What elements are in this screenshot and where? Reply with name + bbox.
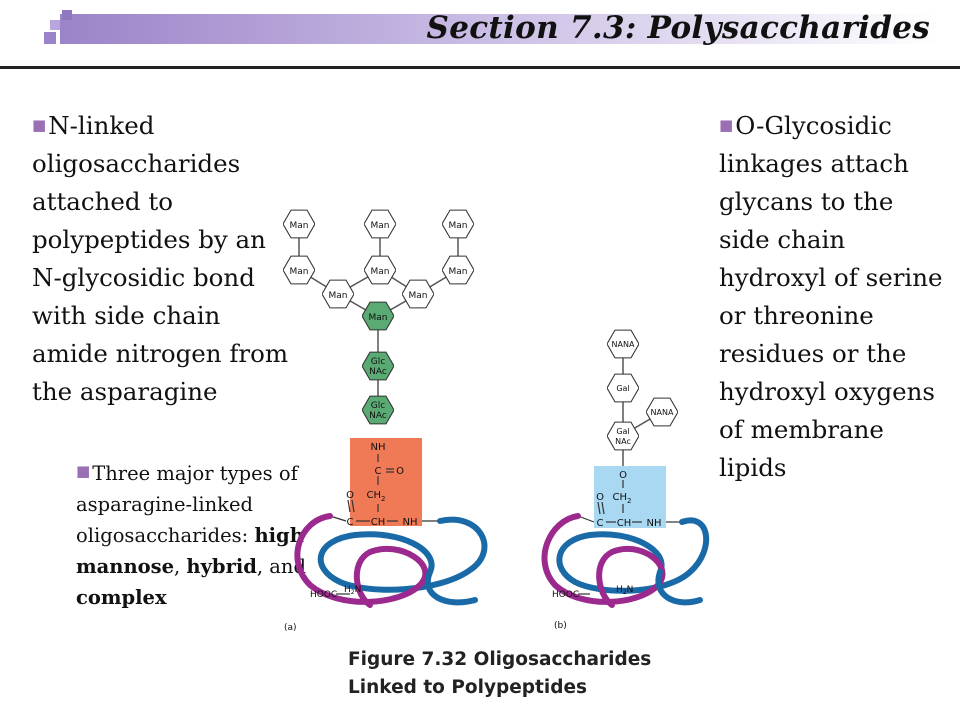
panel-b-sugar-labels: NANA Gal NANA Gal NAc [612, 340, 674, 446]
atom-label: CH [617, 518, 632, 529]
left-bullet-text: N-linked oligosaccharides attached to po… [32, 111, 289, 406]
atom-label: CH [371, 517, 386, 528]
decor-square [50, 20, 60, 30]
atom-label: O [596, 492, 604, 503]
atom-label: CH2 [613, 492, 632, 505]
sugar-label: NAc [369, 411, 387, 421]
title-rule [0, 66, 960, 69]
carboxyl-terminus: HOOC [310, 590, 337, 600]
atom-label: C [347, 517, 354, 528]
caption-line-2: Linked to Polypeptides [348, 677, 588, 698]
figure-svg: Man Man Man Man Man Man Man Man Man Glc … [283, 209, 710, 633]
serine-atoms: O CH2 O C CH NH [596, 470, 661, 529]
sugar-label: NANA [651, 408, 674, 417]
slide-title: Section 7.3: Polysaccharides [426, 10, 930, 46]
sugar-label: Man [449, 267, 468, 277]
panel-a-termini: HOOC H2N [310, 585, 361, 600]
asparagine-atoms: NH C O CH2 O C CH NH [346, 442, 417, 528]
atom-label: NH [647, 518, 662, 529]
right-bullet: ■O-Glycosidic linkages attach glycans to… [719, 106, 951, 487]
bullet-marker-icon: ■ [76, 462, 91, 480]
carboxyl-terminus: HOOC [552, 590, 579, 600]
title-band [60, 14, 940, 44]
atom-label: O [619, 470, 627, 481]
amino-terminus: H2N [616, 585, 633, 596]
panel-b-polypeptide [541, 513, 710, 608]
panel-a-sugar-labels: Man Man Man Man Man Man Man Man Man Glc … [290, 221, 468, 421]
panel-b-label: (b) [554, 621, 567, 631]
sugar-label: Man [290, 267, 309, 277]
separator: , [174, 555, 181, 578]
left-sub-bullet: ■Three major types of asparagine-linked … [76, 456, 306, 613]
sub-bullet-intro: Three major types of asparagine-linked o… [76, 462, 298, 547]
caption-line-1: Figure 7.32 Oligosaccharides [348, 649, 652, 670]
atom-label: NH [403, 517, 418, 528]
decor-square [44, 32, 56, 44]
amino-terminus: H2N [344, 585, 361, 596]
atom-label: C [597, 518, 604, 529]
sugar-label: NANA [612, 340, 635, 349]
oligosaccharide-figure: Man Man Man Man Man Man Man Man Man Glc … [270, 200, 710, 640]
sugar-label: NAc [369, 367, 387, 377]
atom-label: O [396, 466, 404, 477]
bullet-marker-icon: ■ [32, 116, 47, 134]
decor-square [62, 10, 72, 20]
sugar-label: Man [449, 221, 468, 231]
sugar-label: Glc [371, 357, 385, 367]
type-high-mannose: high mannose [76, 524, 304, 578]
sugar-label: Gal [616, 384, 629, 393]
left-bullet: ■N-linked oligosaccharides attached to p… [32, 106, 302, 411]
left-column: ■N-linked oligosaccharides attached to p… [32, 106, 302, 411]
type-hybrid: hybrid [186, 555, 257, 578]
panel-b-termini: HOOC H2N [552, 585, 633, 600]
sugar-label: Man [371, 221, 390, 231]
atom-label: O [346, 490, 354, 501]
figure-caption: Figure 7.32 Oligosaccharides Linked to P… [348, 646, 651, 702]
sugar-label: NAc [615, 437, 631, 446]
serine-bonds [577, 480, 682, 523]
asparagine-box [350, 438, 422, 526]
right-column: ■O-Glycosidic linkages attach glycans to… [719, 106, 951, 487]
sugar-label: Man [369, 313, 388, 323]
sugar-label: Man [290, 221, 309, 231]
bullet-marker-icon: ■ [719, 116, 734, 134]
sugar-label: Man [409, 291, 428, 301]
atom-label: NH [371, 442, 386, 453]
panel-a-label: (a) [284, 623, 297, 633]
type-complex: complex [76, 586, 167, 609]
right-bullet-text: O-Glycosidic linkages attach glycans to … [719, 111, 943, 482]
separator: , and [256, 555, 306, 578]
sugar-label: Glc [371, 401, 385, 411]
panel-a-polypeptide [294, 513, 488, 608]
atom-label: C [375, 466, 382, 477]
atom-label: CH2 [367, 490, 386, 503]
sugar-label: Man [329, 291, 348, 301]
sugar-label: Man [371, 267, 390, 277]
sugar-label: Gal [616, 427, 629, 436]
serine-box [594, 466, 666, 528]
